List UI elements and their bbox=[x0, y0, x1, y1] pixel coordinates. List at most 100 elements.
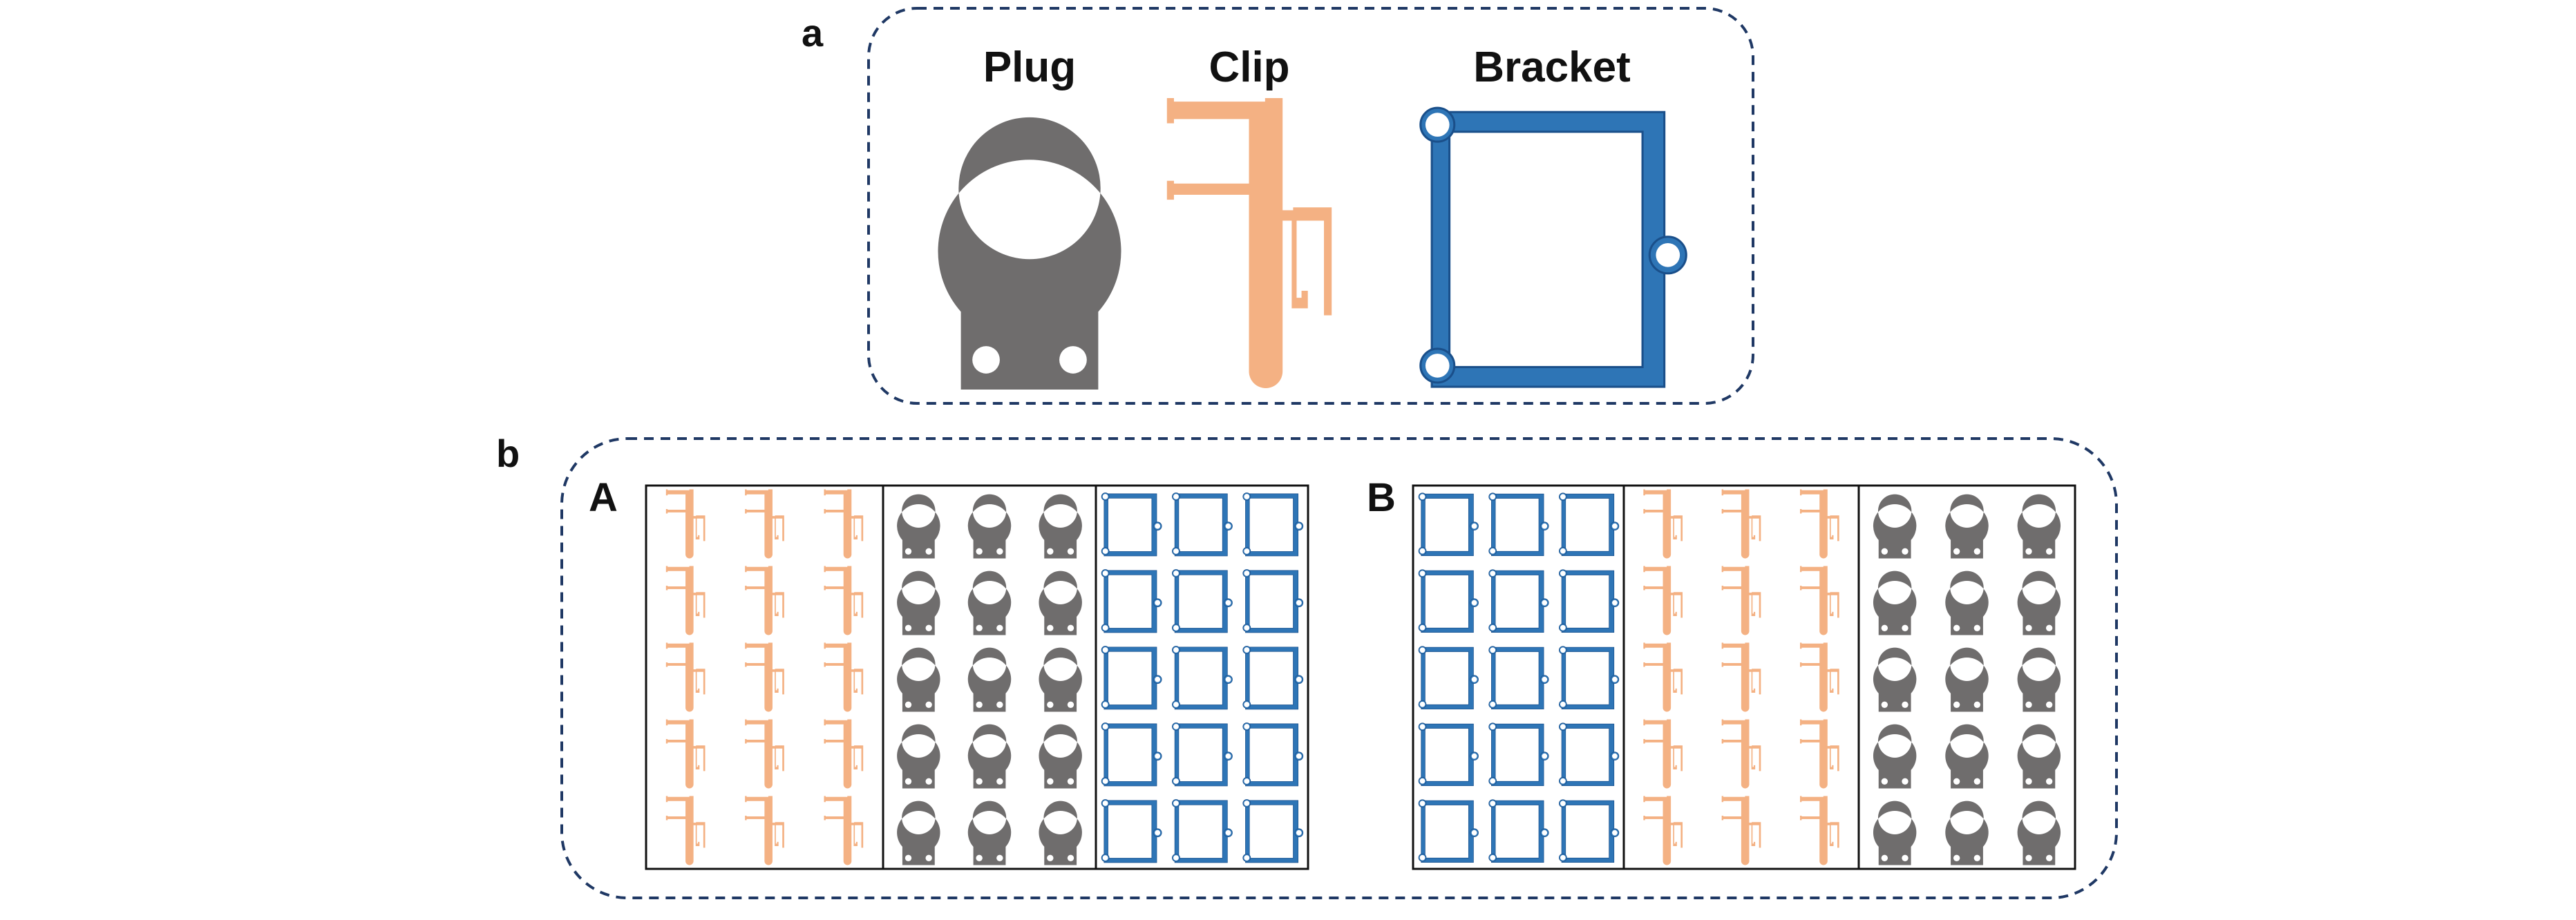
plug-ring-icon-small bbox=[1873, 571, 1917, 635]
clip-icon-small bbox=[1799, 642, 1839, 712]
panel-a-label: a bbox=[802, 11, 824, 55]
clip-icon-small bbox=[745, 719, 784, 789]
bracket-frame-icon-small bbox=[1418, 722, 1479, 786]
clip-icon-small bbox=[1643, 489, 1683, 559]
bracket-frame-icon-small bbox=[1242, 569, 1304, 633]
bracket-frame-icon-small bbox=[1418, 799, 1479, 863]
plug-ring-icon-small bbox=[1039, 801, 1082, 865]
plug-ring-icon-small bbox=[2017, 494, 2061, 559]
plug-ring-icon-small bbox=[1873, 647, 1917, 712]
layout-frame-B bbox=[1412, 484, 2076, 870]
part-title-clip: Clip bbox=[1209, 44, 1289, 91]
plug-ring-icon-small bbox=[897, 647, 940, 712]
plug-ring-icon-small bbox=[967, 571, 1012, 635]
bracket-frame-icon-small bbox=[1101, 799, 1162, 863]
clip-icon-small bbox=[1721, 796, 1761, 865]
clip-icon-small bbox=[665, 489, 705, 559]
bracket-frame-icon-small bbox=[1488, 492, 1549, 556]
clip-icon-small bbox=[824, 719, 864, 789]
clip-icon-small bbox=[665, 642, 705, 712]
clip-icon-small bbox=[665, 796, 705, 865]
part-title-plug: Plug bbox=[983, 44, 1076, 91]
clip-icon-small bbox=[1799, 566, 1839, 635]
clip-icon-small bbox=[745, 642, 784, 712]
plug-ring-icon-small bbox=[1945, 647, 1989, 712]
clip-icon-small bbox=[1721, 489, 1761, 559]
plug-ring-icon-small bbox=[2017, 724, 2061, 789]
plug-ring-icon-small bbox=[1873, 801, 1917, 865]
bracket-frame-icon-small bbox=[1488, 799, 1549, 863]
clip-icon-small bbox=[745, 566, 784, 635]
bracket-frame-icon-small bbox=[1172, 646, 1233, 710]
layout-label-B: B bbox=[1367, 475, 1396, 520]
bracket-frame-icon-small bbox=[1101, 569, 1162, 633]
clip-icon-small bbox=[1721, 642, 1761, 712]
plug-ring-icon-small bbox=[967, 647, 1012, 712]
bracket-frame-icon-small bbox=[1559, 722, 1620, 786]
plug-ring-icon-small bbox=[1039, 647, 1082, 712]
clip-icon-small bbox=[824, 566, 864, 635]
bracket-frame-icon-small bbox=[1172, 722, 1233, 787]
plug-ring-icon-small bbox=[967, 494, 1012, 559]
bracket-frame-icon-small bbox=[1172, 569, 1233, 633]
clip-icon-small bbox=[1643, 566, 1683, 635]
layout-frame-A bbox=[645, 484, 1309, 870]
clip-icon-small bbox=[1643, 796, 1683, 865]
bracket-frame-icon-small bbox=[1172, 799, 1233, 863]
plug-ring-icon bbox=[938, 117, 1121, 390]
bracket-frame-icon-small bbox=[1101, 492, 1162, 557]
clip-icon-small bbox=[665, 566, 705, 635]
plug-ring-icon-small bbox=[1039, 724, 1082, 789]
clip-icon-small bbox=[1643, 719, 1683, 789]
bracket-frame-icon-small bbox=[1242, 646, 1304, 710]
clip-icon-small bbox=[824, 489, 864, 559]
bracket-frame-icon-small bbox=[1242, 722, 1304, 787]
clip-icon-small bbox=[1799, 796, 1839, 865]
bracket-frame-icon-small bbox=[1559, 799, 1620, 863]
clip-icon-small bbox=[1799, 719, 1839, 789]
bracket-frame-icon-small bbox=[1488, 646, 1549, 709]
panel-a-border bbox=[867, 7, 1754, 405]
bracket-frame-icon-small bbox=[1242, 799, 1304, 863]
bracket-frame-icon-small bbox=[1418, 492, 1479, 556]
bracket-frame-icon-small bbox=[1242, 492, 1304, 557]
bracket-frame-icon-small bbox=[1418, 569, 1479, 633]
bracket-frame-icon-small bbox=[1101, 646, 1162, 710]
clip-icon bbox=[1166, 98, 1332, 388]
clip-icon-small bbox=[1721, 566, 1761, 635]
plug-ring-icon-small bbox=[1873, 494, 1917, 559]
clip-icon-small bbox=[745, 489, 784, 559]
plug-ring-icon-small bbox=[1945, 724, 1989, 789]
clip-icon-small bbox=[665, 719, 705, 789]
layout-B: B bbox=[1367, 475, 2076, 870]
clip-icon-small bbox=[745, 796, 784, 865]
layout-label-A: A bbox=[589, 475, 618, 520]
plug-ring-icon-small bbox=[897, 724, 940, 789]
bracket-frame-icon-small bbox=[1172, 492, 1233, 557]
bracket-frame-icon-small bbox=[1559, 646, 1620, 709]
bracket-frame-icon-small bbox=[1559, 569, 1620, 633]
clip-icon-small bbox=[824, 642, 864, 712]
plug-ring-icon-small bbox=[1039, 494, 1082, 559]
clip-icon-small bbox=[1799, 489, 1839, 559]
bracket-frame-icon-small bbox=[1418, 646, 1479, 709]
plug-ring-icon-small bbox=[897, 494, 940, 559]
plug-ring-icon-small bbox=[2017, 801, 2061, 865]
bracket-frame-icon-small bbox=[1488, 569, 1549, 633]
plug-ring-icon-small bbox=[1945, 801, 1989, 865]
bracket-frame-icon-small bbox=[1101, 722, 1162, 787]
clip-icon-small bbox=[1721, 719, 1761, 789]
plug-ring-icon-small bbox=[1873, 724, 1917, 789]
plug-ring-icon-small bbox=[967, 801, 1012, 865]
plug-ring-icon-small bbox=[1039, 571, 1082, 635]
plug-ring-icon-small bbox=[967, 724, 1012, 789]
layout-A: A bbox=[589, 475, 1309, 870]
plug-ring-icon-small bbox=[897, 571, 940, 635]
part-title-bracket: Bracket bbox=[1473, 44, 1630, 91]
plug-ring-icon-small bbox=[897, 801, 940, 865]
plug-ring-icon-small bbox=[1945, 571, 1989, 635]
bracket-frame-icon bbox=[1419, 106, 1687, 388]
bracket-frame-icon-small bbox=[1488, 722, 1549, 786]
plug-ring-icon-small bbox=[2017, 647, 2061, 712]
